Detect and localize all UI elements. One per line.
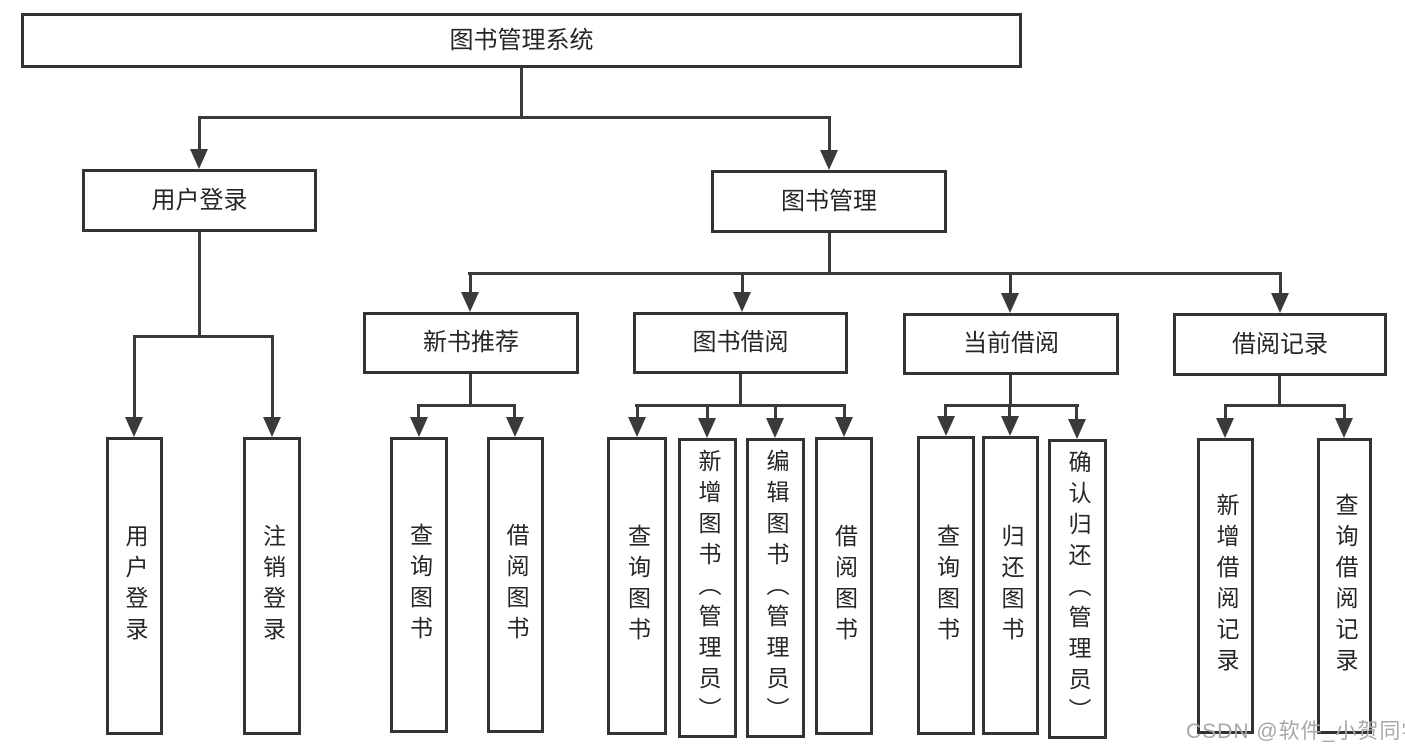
- connector-line: [774, 404, 777, 420]
- connector-line: [1009, 375, 1012, 406]
- leaf-add-book-admin: 新增图书（管理员）: [678, 438, 737, 738]
- arrow-down-icon: [628, 417, 646, 437]
- arrow-down-icon: [835, 417, 853, 437]
- arrow-down-icon: [698, 418, 716, 438]
- leaf-query-book-recommendation: 查询图书: [390, 437, 448, 733]
- leaf-query-borrow-record: 查询借阅记录: [1317, 438, 1372, 734]
- node-current-borrowing: 当前借阅: [903, 313, 1119, 375]
- arrow-down-icon: [1068, 419, 1086, 439]
- arrow-down-icon: [190, 149, 208, 169]
- connector-line: [706, 404, 709, 420]
- arrow-down-icon: [125, 417, 143, 437]
- connector-line: [1343, 404, 1346, 420]
- connector-line: [828, 116, 831, 153]
- leaf-return-book: 归还图书: [982, 436, 1039, 735]
- connector-line: [1224, 404, 1346, 407]
- leaf-borrow-book-borrowing: 借阅图书: [815, 437, 873, 735]
- leaf-confirm-return-admin: 确认归还（管理员）: [1048, 439, 1107, 739]
- connector-line: [741, 272, 744, 296]
- arrow-down-icon: [461, 292, 479, 312]
- connector-line: [636, 404, 639, 420]
- node-user-login: 用户登录: [82, 169, 317, 232]
- connector-line: [513, 404, 516, 420]
- leaf-add-borrow-record: 新增借阅记录: [1197, 438, 1254, 734]
- arrow-down-icon: [733, 292, 751, 312]
- connector-line: [468, 272, 1282, 275]
- connector-line: [520, 68, 523, 118]
- connector-line: [133, 335, 274, 338]
- connector-line: [944, 404, 1079, 407]
- leaf-logout: 注销登录: [243, 437, 301, 735]
- csdn-watermark: CSDN @软件_小贺同学: [1186, 720, 1405, 743]
- arrow-down-icon: [1271, 293, 1289, 313]
- leaf-user-login: 用户登录: [106, 437, 163, 735]
- connector-line: [417, 404, 420, 420]
- arrow-down-icon: [410, 417, 428, 437]
- arrow-down-icon: [820, 150, 838, 170]
- arrow-down-icon: [1335, 418, 1353, 438]
- node-new-book-recommendation: 新书推荐: [363, 312, 579, 374]
- arrow-down-icon: [263, 417, 281, 437]
- connector-line: [635, 404, 846, 407]
- node-book-borrowing: 图书借阅: [633, 312, 848, 374]
- connector-line: [198, 232, 201, 337]
- connector-line: [469, 272, 472, 296]
- arrow-down-icon: [766, 418, 784, 438]
- connector-line: [828, 233, 831, 274]
- connector-line: [271, 335, 274, 419]
- connector-line: [1008, 404, 1011, 420]
- arrow-down-icon: [937, 416, 955, 436]
- connector-line: [1279, 272, 1282, 296]
- arrow-down-icon: [1216, 418, 1234, 438]
- arrow-down-icon: [1001, 293, 1019, 313]
- leaf-edit-book-admin: 编辑图书（管理员）: [746, 438, 805, 738]
- node-book-management: 图书管理: [711, 170, 947, 233]
- connector-line: [1278, 376, 1281, 406]
- connector-line: [133, 335, 136, 419]
- leaf-query-book-current: 查询图书: [917, 436, 975, 735]
- arrow-down-icon: [506, 417, 524, 437]
- node-root: 图书管理系统: [21, 13, 1022, 68]
- connector-line: [1075, 404, 1078, 423]
- connector-line: [843, 404, 846, 420]
- connector-line: [469, 374, 472, 406]
- connector-line: [739, 374, 742, 406]
- connector-line: [198, 116, 201, 152]
- connector-line: [198, 116, 831, 119]
- leaf-query-book-borrowing: 查询图书: [607, 437, 667, 735]
- arrow-down-icon: [1001, 416, 1019, 436]
- connector-line: [944, 404, 947, 420]
- node-borrowing-records: 借阅记录: [1173, 313, 1387, 376]
- leaf-borrow-book-recommendation: 借阅图书: [487, 437, 544, 733]
- connector-line: [417, 404, 516, 407]
- connector-line: [1009, 272, 1012, 296]
- connector-line: [1224, 404, 1227, 420]
